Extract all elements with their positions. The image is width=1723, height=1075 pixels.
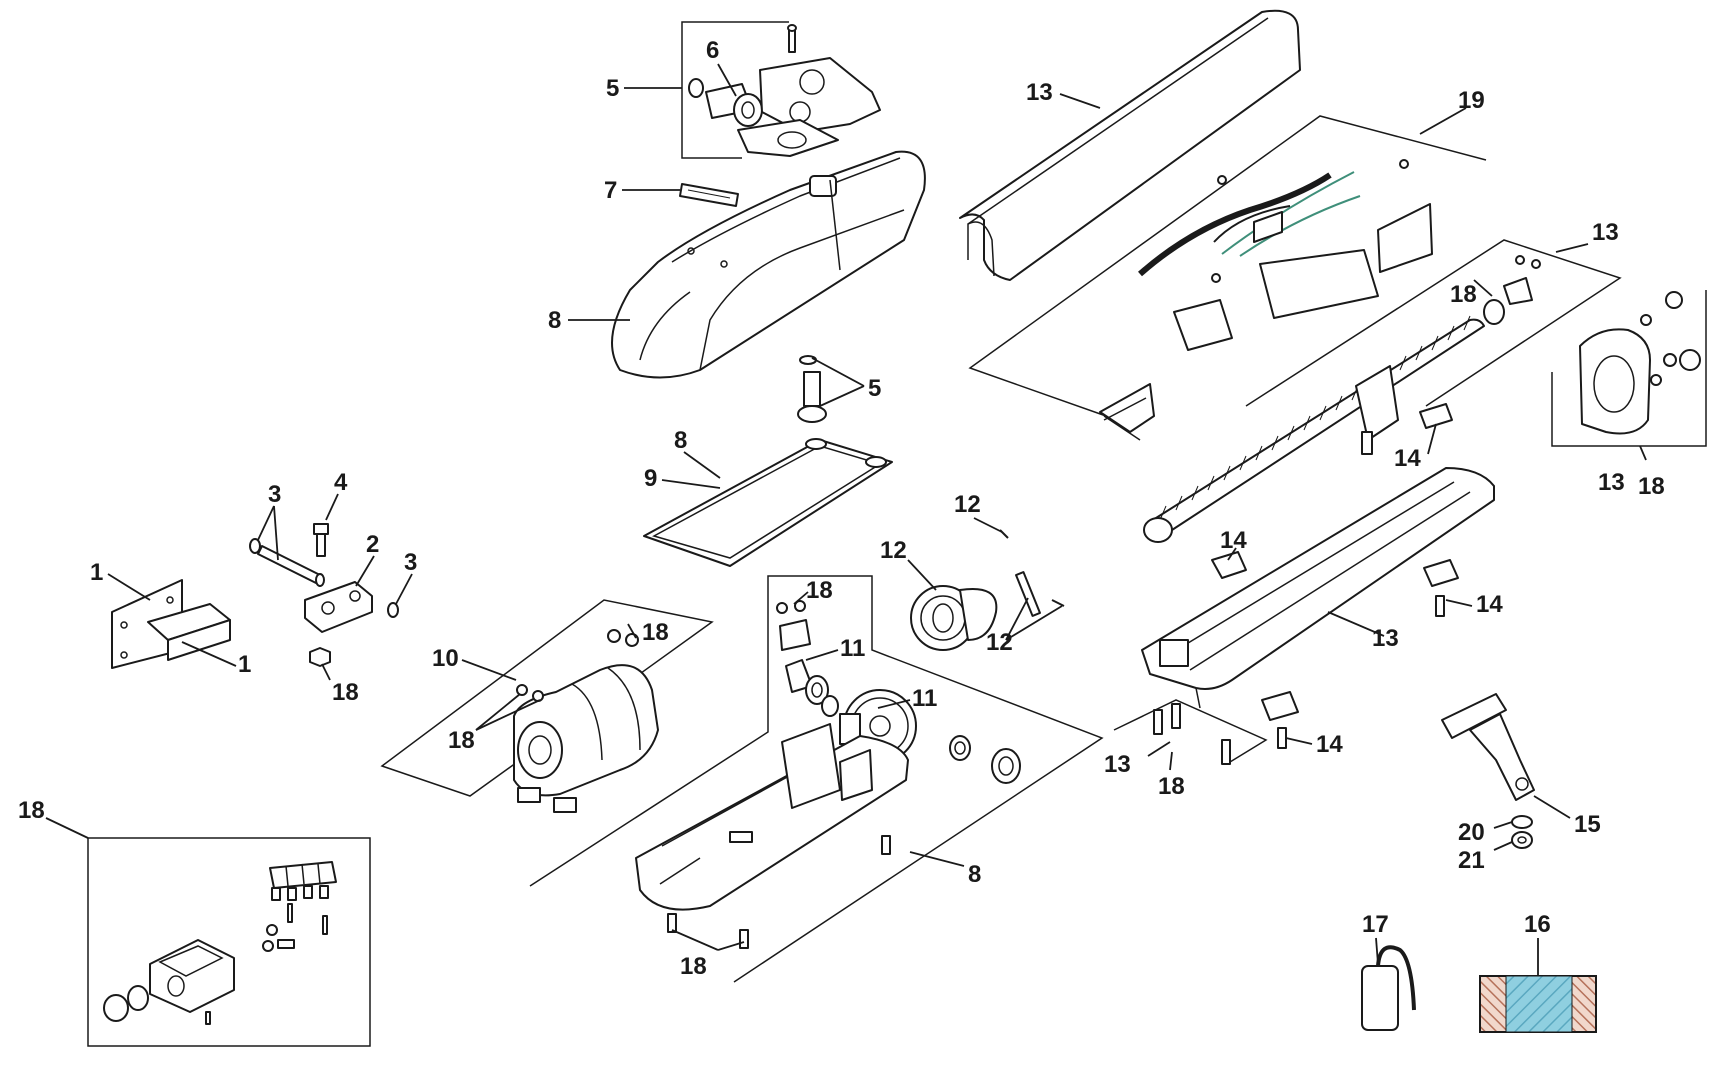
callout-8b: 8: [674, 427, 687, 454]
frame-gearbox: [529, 575, 1104, 983]
gearbox-housing-8: [635, 723, 909, 949]
callout-13e: 13: [1598, 469, 1625, 496]
callout-18e: 18: [18, 797, 45, 824]
callout-10: 10: [432, 645, 459, 672]
callout-12b: 12: [880, 537, 907, 564]
callout-13d: 13: [1104, 751, 1131, 778]
callout-3b: 3: [404, 549, 417, 576]
callout-7: 7: [604, 177, 617, 204]
callout-18i: 18: [1638, 473, 1665, 500]
callout-14b: 14: [1220, 527, 1247, 554]
callout-18g: 18: [1450, 281, 1477, 308]
terminal-block-18: [269, 861, 337, 901]
callout-8c: 8: [968, 861, 981, 888]
snap-ring-3a: [249, 538, 261, 554]
motor-10: [513, 629, 659, 813]
pad-14b: [1211, 551, 1247, 579]
clevis-assembly-2: [304, 581, 373, 633]
bearing-small-a: [949, 735, 971, 761]
bearing-small-b: [991, 748, 1021, 784]
callout-19: 19: [1458, 87, 1485, 114]
callout-16: 16: [1524, 911, 1551, 938]
release-mechanism-5: [737, 24, 881, 157]
screw-shaft-13: [1143, 255, 1541, 543]
nut-18a: [309, 647, 331, 667]
callout-5b: 5: [868, 375, 881, 402]
callout-13c: 13: [1372, 625, 1399, 652]
capacitor-17: [1361, 945, 1416, 1031]
base-rail-13: [1141, 467, 1495, 709]
bearing-11: [805, 675, 829, 705]
callout-13b: 13: [1592, 219, 1619, 246]
frame-screw-drive: [1245, 239, 1622, 407]
callout-3a: 3: [268, 481, 281, 508]
callout-15: 15: [1574, 811, 1601, 838]
callout-14d: 14: [1316, 731, 1343, 758]
callout-21: 21: [1458, 847, 1485, 874]
callouts: 1 1 2 3 3 4 5 5 6 7 8 8 8 9: [18, 37, 1665, 980]
callout-17: 17: [1362, 911, 1389, 938]
callout-20: 20: [1458, 819, 1485, 846]
gear-12: [910, 585, 998, 651]
callout-14c: 14: [1476, 591, 1503, 618]
gasket-9: [643, 438, 893, 567]
pcb-bracket-19: [1173, 159, 1433, 351]
callout-18f: 18: [680, 953, 707, 980]
callout-8a: 8: [548, 307, 561, 334]
callout-18h: 18: [1158, 773, 1185, 800]
callout-12c: 12: [986, 629, 1013, 656]
warning-label-16: [1479, 975, 1597, 1033]
callout-6: 6: [706, 37, 719, 64]
logo-badge-7: [679, 183, 739, 207]
pad-14d: [1261, 691, 1299, 749]
callout-11a: 11: [840, 635, 865, 662]
connector-bracket-19: [1099, 383, 1155, 433]
pin-3: [257, 545, 325, 587]
callout-11b: 11: [912, 685, 937, 712]
callout-18c: 18: [448, 727, 475, 754]
pad-14c: [1423, 559, 1459, 617]
frame-electronics-lower: [1103, 415, 1141, 441]
callout-4: 4: [334, 469, 348, 496]
fixing-bolts-18: [1153, 703, 1231, 765]
pin-12: [999, 529, 1065, 617]
washer-20: [1511, 815, 1533, 829]
callout-18b: 18: [806, 577, 833, 604]
frame-end-cap: [1551, 290, 1707, 447]
callout-13a: 13: [1026, 79, 1053, 106]
wiring-harness-19: [1138, 171, 1361, 277]
frame-terminal-box: [87, 837, 371, 1047]
bolt-4: [313, 523, 329, 557]
callout-9: 9: [644, 465, 657, 492]
rail-cover-13: [959, 9, 1301, 281]
nut-21: [1511, 831, 1533, 849]
junction-box-18: [103, 903, 328, 1025]
end-cap-13: [1579, 291, 1701, 435]
gear-bracket-11: [776, 600, 813, 693]
callout-14a: 14: [1394, 445, 1421, 472]
frame-cover-parts: [681, 21, 789, 159]
callout-5a: 5: [606, 75, 619, 102]
callout-12a: 12: [954, 491, 981, 518]
lock-cylinder-6: [688, 78, 763, 127]
frame-motor: [380, 599, 714, 797]
callout-1b: 1: [238, 651, 251, 678]
callout-2: 2: [366, 531, 379, 558]
callout-1a: 1: [90, 559, 103, 586]
shaft-5: [797, 355, 827, 423]
frame-bolts: [1113, 699, 1268, 763]
arm-bracket-15: [1441, 693, 1535, 801]
snap-ring-3b: [387, 602, 399, 618]
top-cover-8: [611, 150, 926, 379]
callout-18d: 18: [332, 679, 359, 706]
pad-14a: [1419, 403, 1453, 429]
callout-18a: 18: [642, 619, 669, 646]
frame-electronics: [968, 115, 1487, 417]
wall-bracket-1: [111, 579, 231, 669]
